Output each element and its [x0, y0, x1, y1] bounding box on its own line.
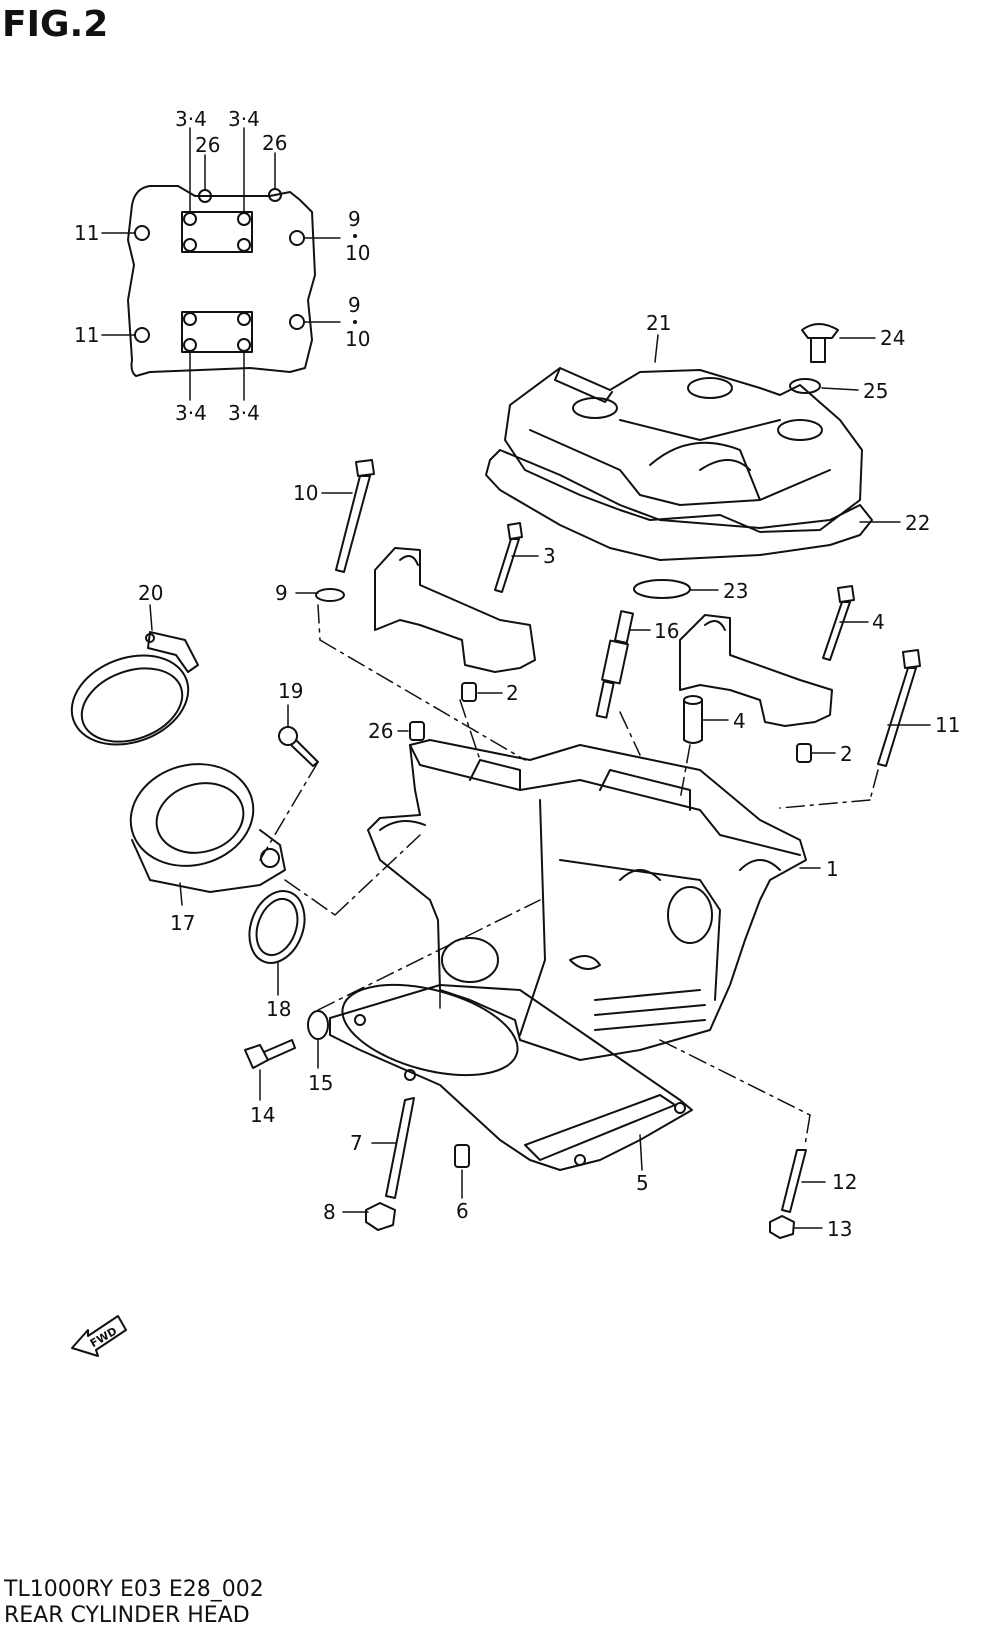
screw-19: [278, 726, 319, 767]
flange-bolt-14: [244, 1039, 296, 1069]
callout-8: 8: [323, 1200, 336, 1224]
cover-bolt: [801, 323, 839, 363]
model-code: TL1000RY E03 E28_002: [4, 1577, 264, 1602]
dowel-pin-2b: [796, 743, 812, 763]
callout-3-4: 3·4: [175, 107, 207, 131]
callout-26: 26: [195, 133, 220, 157]
callout-17: 17: [170, 911, 195, 935]
callout-15: 15: [308, 1071, 333, 1095]
intake-clamp: [70, 631, 199, 746]
intake-oring-inner: [255, 897, 299, 957]
nut-8: [365, 1202, 396, 1231]
callout-5: 5: [636, 1171, 649, 1195]
callout-4: 4: [872, 610, 885, 634]
callout-24: 24: [880, 326, 905, 350]
stud-12: [781, 1149, 807, 1213]
cylinder-head: [367, 739, 807, 1061]
long-bolt: [335, 459, 375, 573]
callout-3: 3: [543, 544, 556, 568]
callout-26: 26: [368, 719, 393, 743]
callout-20: 20: [138, 581, 163, 605]
callout-22: 22: [905, 511, 930, 535]
callout-23: 23: [723, 579, 748, 603]
intake-oring: [248, 890, 306, 964]
callout-14: 14: [250, 1103, 275, 1127]
callout-10: 10: [293, 481, 318, 505]
callout-10: 10: [345, 241, 370, 265]
section-name: REAR CYLINDER HEAD: [4, 1603, 250, 1628]
callout-26: 26: [262, 131, 287, 155]
callout-9: 9: [348, 207, 361, 231]
long-bolt-11: [877, 649, 921, 767]
callout-18: 18: [266, 997, 291, 1021]
callout-3-4: 3·4: [228, 107, 260, 131]
callout-9: 9: [348, 293, 361, 317]
fwd-label: FWD: [88, 1325, 119, 1351]
nut-13: [769, 1215, 795, 1239]
bolt-3: [494, 522, 523, 593]
dowel-4: [683, 695, 703, 744]
callout-2: 2: [840, 742, 853, 766]
callout-1: 1: [826, 857, 839, 881]
assembly-lines: [259, 604, 879, 1146]
cylinder-head-gasket: [329, 983, 693, 1171]
callout-11: 11: [74, 221, 99, 245]
callout-2: 2: [506, 681, 519, 705]
callout-21: 21: [646, 311, 671, 335]
callout-3-4: 3·4: [175, 401, 207, 425]
dowel-6: [454, 1144, 470, 1168]
callout-25: 25: [863, 379, 888, 403]
callout-13: 13: [827, 1217, 852, 1241]
intake-pipe: [129, 763, 286, 893]
callout-4: 4: [733, 709, 746, 733]
stud-7: [385, 1097, 415, 1199]
washer-9: [315, 588, 345, 602]
plug-gasket: [633, 579, 691, 599]
callout-11: 11: [74, 323, 99, 347]
callout-19: 19: [278, 679, 303, 703]
callout-6: 6: [456, 1199, 469, 1223]
figure-title: FIG.2: [2, 4, 109, 45]
callout-dots: [353, 234, 357, 324]
dowel-26: [409, 721, 425, 741]
bolt-4: [822, 585, 855, 661]
dowel-pin-2a: [461, 682, 477, 702]
callout-7: 7: [350, 1131, 363, 1155]
callout-leaders: [149, 334, 931, 1229]
camshaft-holder-right: [679, 614, 833, 727]
callout-10: 10: [345, 327, 370, 351]
callout-16: 16: [654, 619, 679, 643]
fwd-arrow-icon: FWD: [71, 1315, 127, 1357]
head-cover-gasket: [485, 449, 873, 561]
callout-9: 9: [275, 581, 288, 605]
washer-15: [307, 1010, 329, 1040]
callout-12: 12: [832, 1170, 857, 1194]
spark-plug: [595, 610, 634, 719]
camshaft-holder-left: [374, 547, 536, 673]
callout-11: 11: [935, 713, 960, 737]
head-cover: [504, 367, 863, 533]
cover-bolt-washer: [789, 378, 821, 394]
inset-head-top-view: [101, 127, 341, 401]
callout-3-4: 3·4: [228, 401, 260, 425]
